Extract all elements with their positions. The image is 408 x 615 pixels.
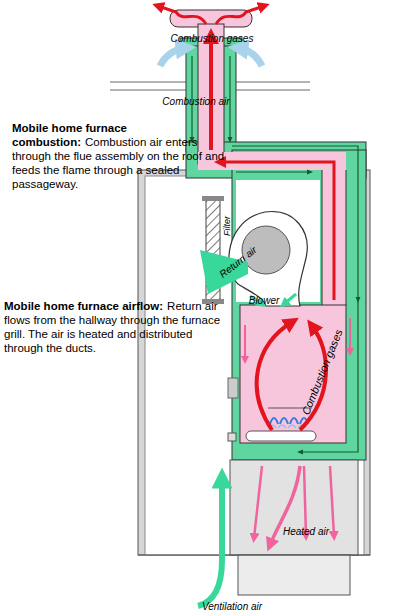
flow-label: Ventilation air	[202, 601, 262, 612]
heat-exchanger	[240, 305, 346, 443]
heated-air-arrow	[330, 466, 334, 536]
burner-tube	[246, 431, 316, 441]
combustion-chamber	[170, 10, 346, 443]
flow-label: Return air	[217, 244, 258, 280]
combustion-air-arrow	[160, 48, 186, 66]
gas-arrow	[216, 6, 264, 24]
gas-arrow	[158, 6, 206, 24]
plenum	[230, 460, 358, 555]
combustion-air-arrow	[238, 48, 262, 66]
flow-label: Heated air	[283, 526, 329, 537]
combustion-air-flow	[160, 48, 358, 452]
air-flow-arrow	[232, 146, 358, 300]
gas-flow	[158, 6, 334, 430]
blower	[200, 212, 307, 306]
channel-wall	[322, 170, 323, 305]
air-flow-arrow	[300, 300, 358, 452]
part-label: Blower	[249, 295, 280, 306]
heated-air-arrow	[349, 318, 351, 352]
floor-line	[138, 555, 370, 556]
access-panel	[228, 378, 238, 398]
heated-air-arrow	[254, 466, 262, 538]
heated-air-flow	[138, 318, 370, 595]
heated-air-arrow	[244, 325, 246, 360]
callout-text: Mobile home furnace airflow:Return air f…	[4, 299, 222, 355]
gas-arrow	[220, 162, 334, 300]
filter-frame	[202, 196, 224, 201]
gas-arrow	[209, 36, 213, 150]
ventilation-arrow	[198, 478, 222, 606]
flow-label: Combustion air	[162, 96, 229, 107]
callout-heading: Mobile home furnace airflow:	[4, 300, 163, 312]
inner-flue-pipe	[198, 24, 224, 164]
channel-wall	[346, 170, 347, 305]
callout-text: Mobile home furnace combustion:Combustio…	[12, 121, 230, 191]
flame	[270, 418, 308, 424]
flow-label: Combustion gases	[171, 33, 254, 44]
air-flow-arrow	[236, 171, 310, 172]
part-label: Filter	[222, 216, 232, 236]
flow-label: Combustion gases	[299, 328, 344, 417]
ventilation	[198, 478, 222, 606]
airflow-arrow	[284, 294, 296, 304]
gas-arrow	[257, 322, 292, 430]
gas-valve	[228, 433, 236, 441]
floor-duct	[238, 555, 350, 595]
